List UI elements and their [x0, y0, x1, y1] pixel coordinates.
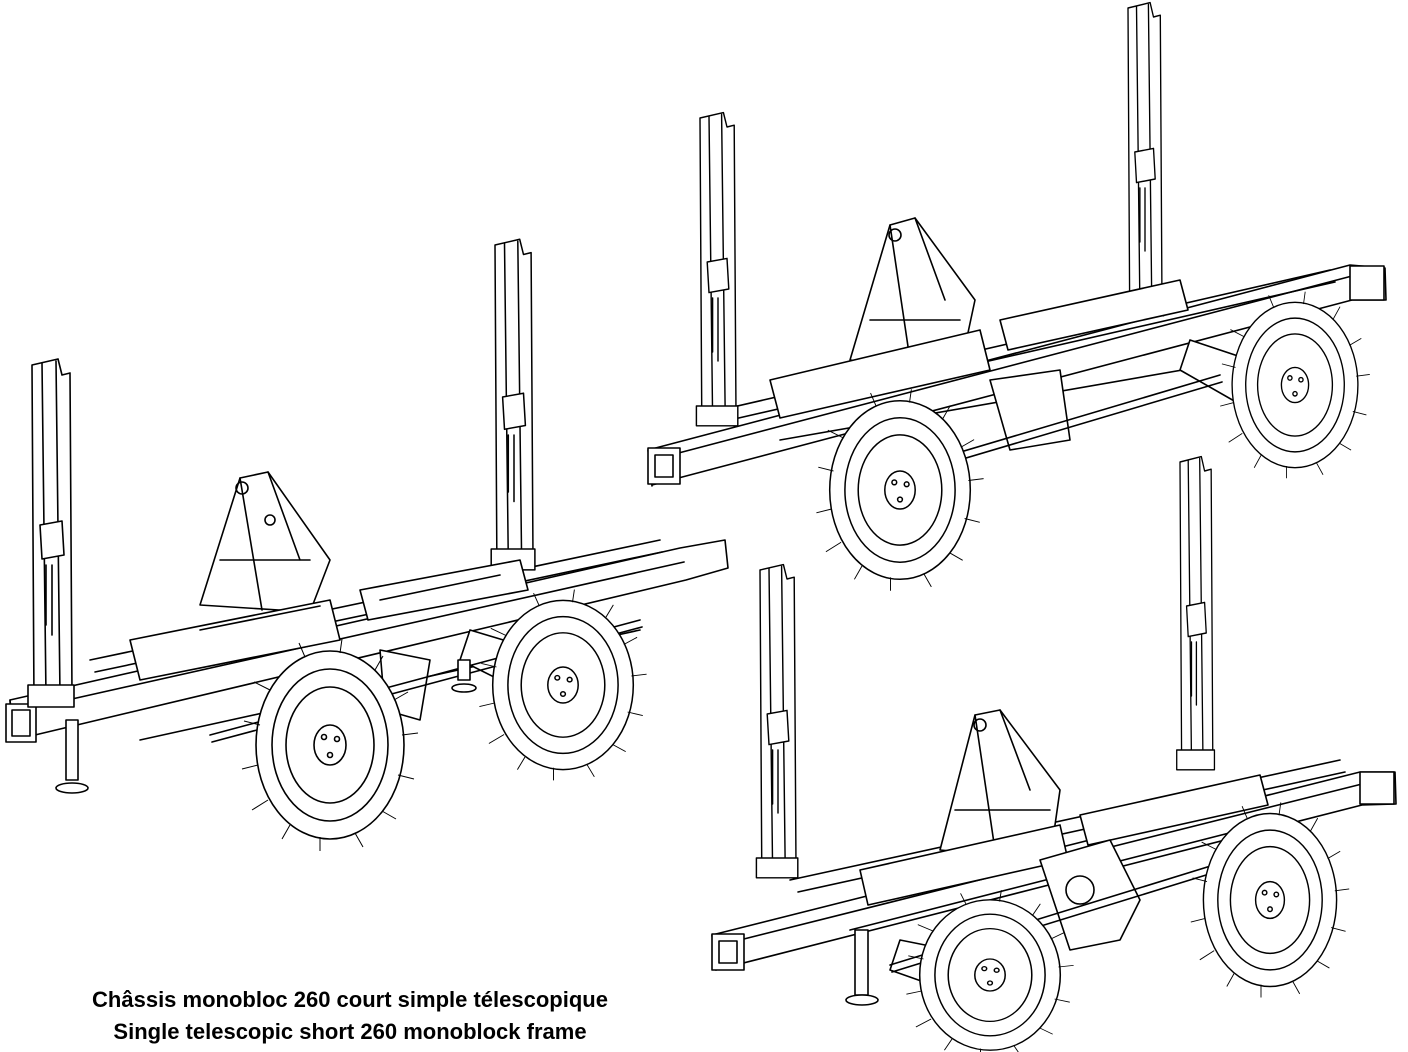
caption: Châssis monobloc 260 court simple télesc…	[0, 984, 700, 1048]
caption-line-french: Châssis monobloc 260 court simple télesc…	[92, 987, 608, 1012]
frame-left-drawing	[5, 238, 729, 852]
caption-line-english: Single telescopic short 260 monoblock fr…	[113, 1019, 587, 1044]
frame-bottom-right-drawing	[711, 455, 1397, 1052]
frame-top-right-drawing	[647, 1, 1387, 592]
